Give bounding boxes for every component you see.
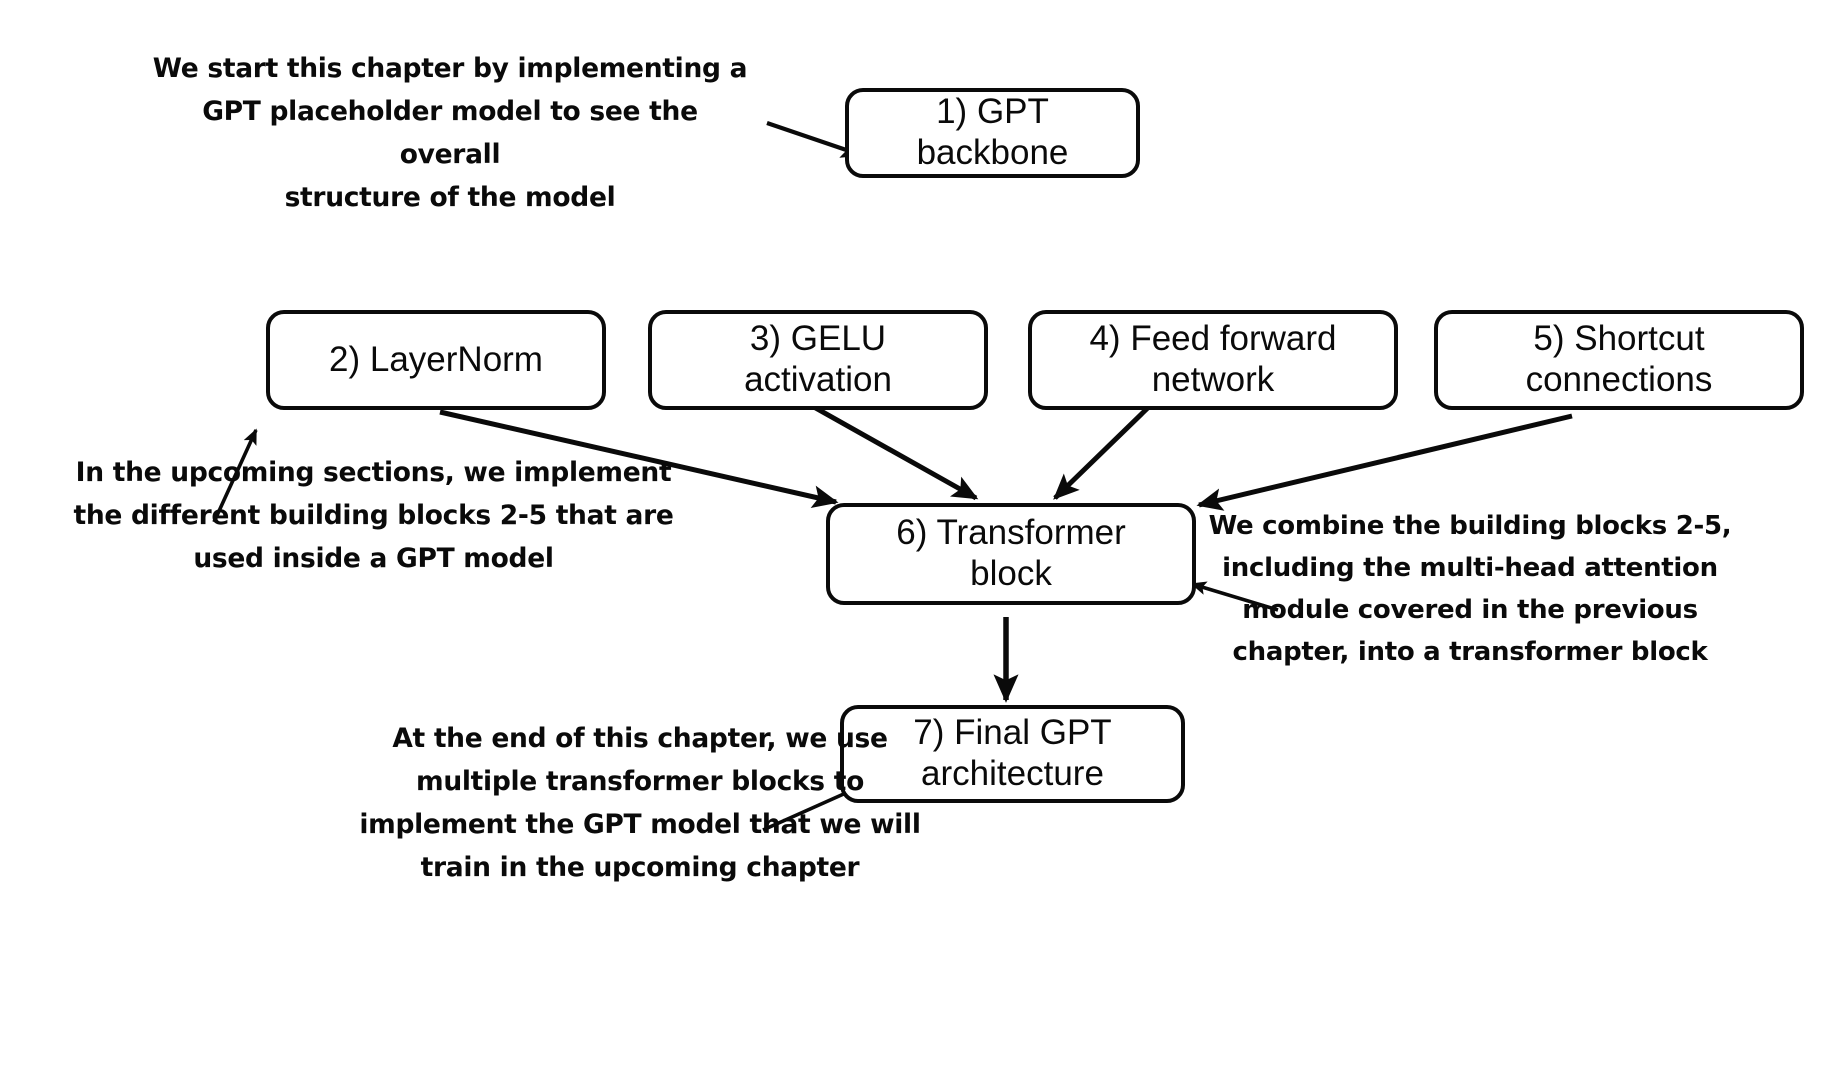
note-bottom: At the end of this chapter, we use multi… — [359, 723, 921, 883]
note-right: We combine the building blocks 2-5, incl… — [1208, 511, 1732, 668]
note-left: In the upcoming sections, we implement t… — [73, 457, 674, 574]
node-layernorm-label: 2) LayerNorm — [329, 339, 543, 379]
node-layernorm[interactable]: 2) LayerNorm — [266, 310, 606, 410]
note-top-left: We start this chapter by implementing a … — [152, 53, 748, 213]
arrow-shortcut-to-block — [1196, 413, 1573, 511]
